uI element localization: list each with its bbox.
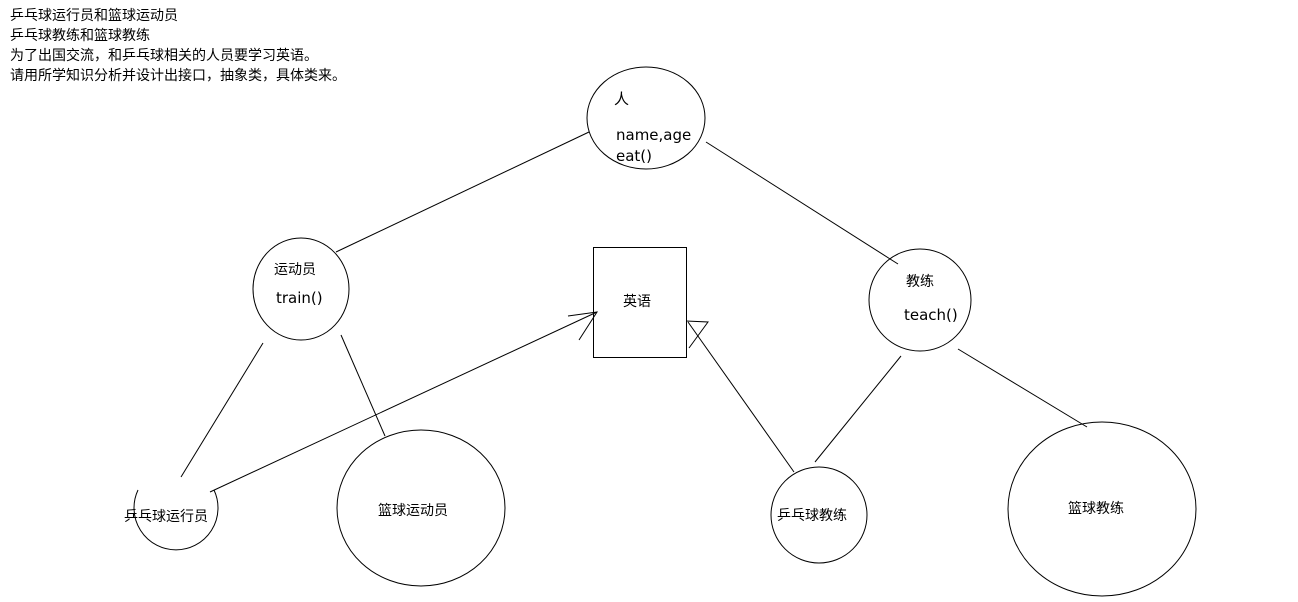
person-method: eat() (616, 147, 652, 165)
problem-statement: 乒乓球运行员和篮球运动员 乒乓球教练和篮球教练 为了出国交流，和乒乓球相关的人员… (10, 6, 346, 86)
athlete-title: 运动员 (274, 262, 316, 278)
person-fields: name,age (616, 126, 691, 144)
basketball-player-label: 篮球运动员 (378, 503, 448, 519)
arrow-pingpong-player-english (209, 311, 598, 493)
coach-title: 教练 (906, 274, 934, 290)
english-interface-box (593, 247, 687, 358)
athlete-method: train() (276, 289, 323, 307)
edge-athlete-pingpong-player (180, 342, 264, 478)
pingpong-coach-node (770, 466, 868, 564)
coach-node (868, 248, 972, 352)
pingpong-player-node (133, 489, 219, 551)
coach-method: teach() (904, 306, 958, 324)
person-title: 人 (614, 90, 629, 108)
basketball-player-node (336, 429, 506, 587)
edge-coach-basketball-coach (957, 348, 1088, 428)
basketball-coach-label: 篮球教练 (1068, 501, 1124, 517)
athlete-node (252, 237, 350, 341)
edge-person-coach (705, 141, 899, 265)
note-line-2: 乒乓球教练和篮球教练 (10, 28, 150, 44)
pingpong-player-label: 乒乓球运行员 (124, 509, 208, 525)
pingpong-coach-label: 乒乓球教练 (777, 508, 847, 524)
note-line-1: 乒乓球运行员和篮球运动员 (10, 8, 178, 24)
arrowhead-left-icon (567, 311, 599, 341)
note-line-3: 为了出国交流，和乒乓球相关的人员要学习英语。 (10, 48, 318, 64)
edge-person-athlete (335, 131, 590, 253)
arrowhead-right-icon (685, 320, 709, 349)
arrow-pingpong-coach-english (687, 321, 795, 473)
note-line-4: 请用所学知识分析并设计出接口，抽象类，具体类来。 (10, 68, 346, 84)
english-label: 英语 (623, 293, 651, 310)
edge-athlete-basketball-player (340, 334, 386, 437)
edge-coach-pingpong-coach (814, 355, 902, 463)
basketball-coach-node (1007, 421, 1197, 597)
person-node (586, 66, 706, 170)
